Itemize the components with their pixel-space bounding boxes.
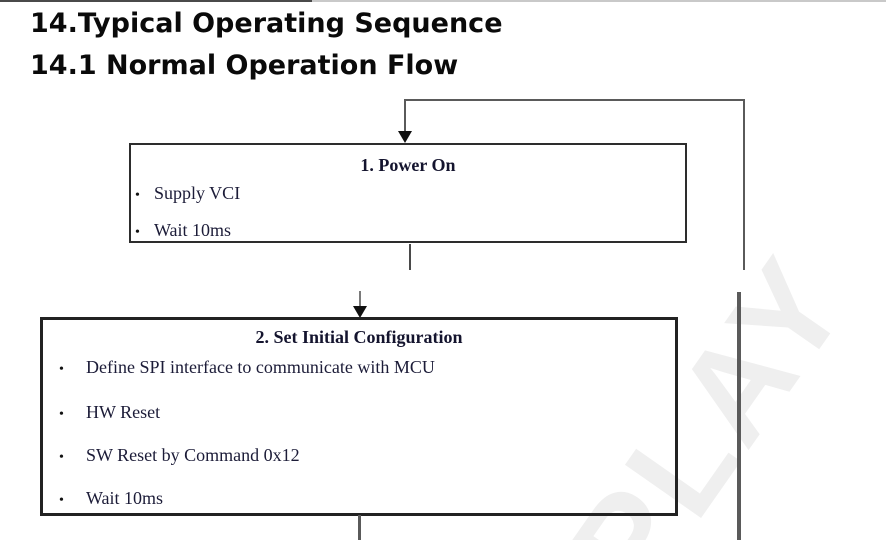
bullet-marker: • (59, 493, 64, 508)
bullet-marker: • (135, 225, 140, 240)
bullet-label: Wait 10ms (86, 488, 164, 508)
bullet-label: HW Reset (86, 402, 161, 422)
bullet-marker: • (59, 362, 64, 377)
bullet-marker: • (59, 450, 64, 465)
bullet-marker: • (135, 188, 140, 203)
step-box-set-initial-configuration: 2. Set Initial Configuration • Define SP… (40, 317, 678, 516)
step-title: 1. Power On (360, 155, 456, 175)
bullet-label: Define SPI interface to communicate with… (86, 357, 435, 377)
bullet-item: • HW Reset (59, 402, 160, 423)
arrowhead-down-icon (353, 306, 367, 318)
subsection-heading: 14.1 Normal Operation Flow (30, 50, 459, 81)
arrowhead-down-icon (398, 131, 412, 143)
bullet-label: Wait 10ms (154, 220, 232, 240)
step-box-power-on: 1. Power On • Supply VCI • Wait 10ms (129, 143, 687, 243)
bullet-item: • Wait 10ms (59, 488, 163, 509)
connector-loop-right-lower-line (737, 292, 741, 540)
bullet-marker: • (59, 407, 64, 422)
bullet-label: Supply VCI (154, 183, 241, 203)
bullet-item: • Wait 10ms (135, 220, 231, 241)
bullet-label: SW Reset by Command 0x12 (86, 445, 300, 465)
connector-loop-right-upper-line (743, 99, 745, 270)
connector-step2-exit-line (358, 515, 361, 540)
page-top-edge-light-segment (312, 0, 886, 2)
connector-step2-entry-line (359, 291, 361, 308)
connector-loop-top-line (404, 99, 745, 101)
step-title: 2. Set Initial Configuration (255, 327, 463, 347)
section-heading: 14.Typical Operating Sequence (30, 8, 503, 39)
connector-drop-to-step1-line (404, 99, 406, 132)
connector-step1-exit-line (409, 244, 411, 270)
bullet-item: • Supply VCI (135, 183, 240, 204)
page-top-edge-dark-segment (0, 0, 312, 2)
bullet-item: • Define SPI interface to communicate wi… (59, 357, 435, 378)
bullet-item: • SW Reset by Command 0x12 (59, 445, 300, 466)
